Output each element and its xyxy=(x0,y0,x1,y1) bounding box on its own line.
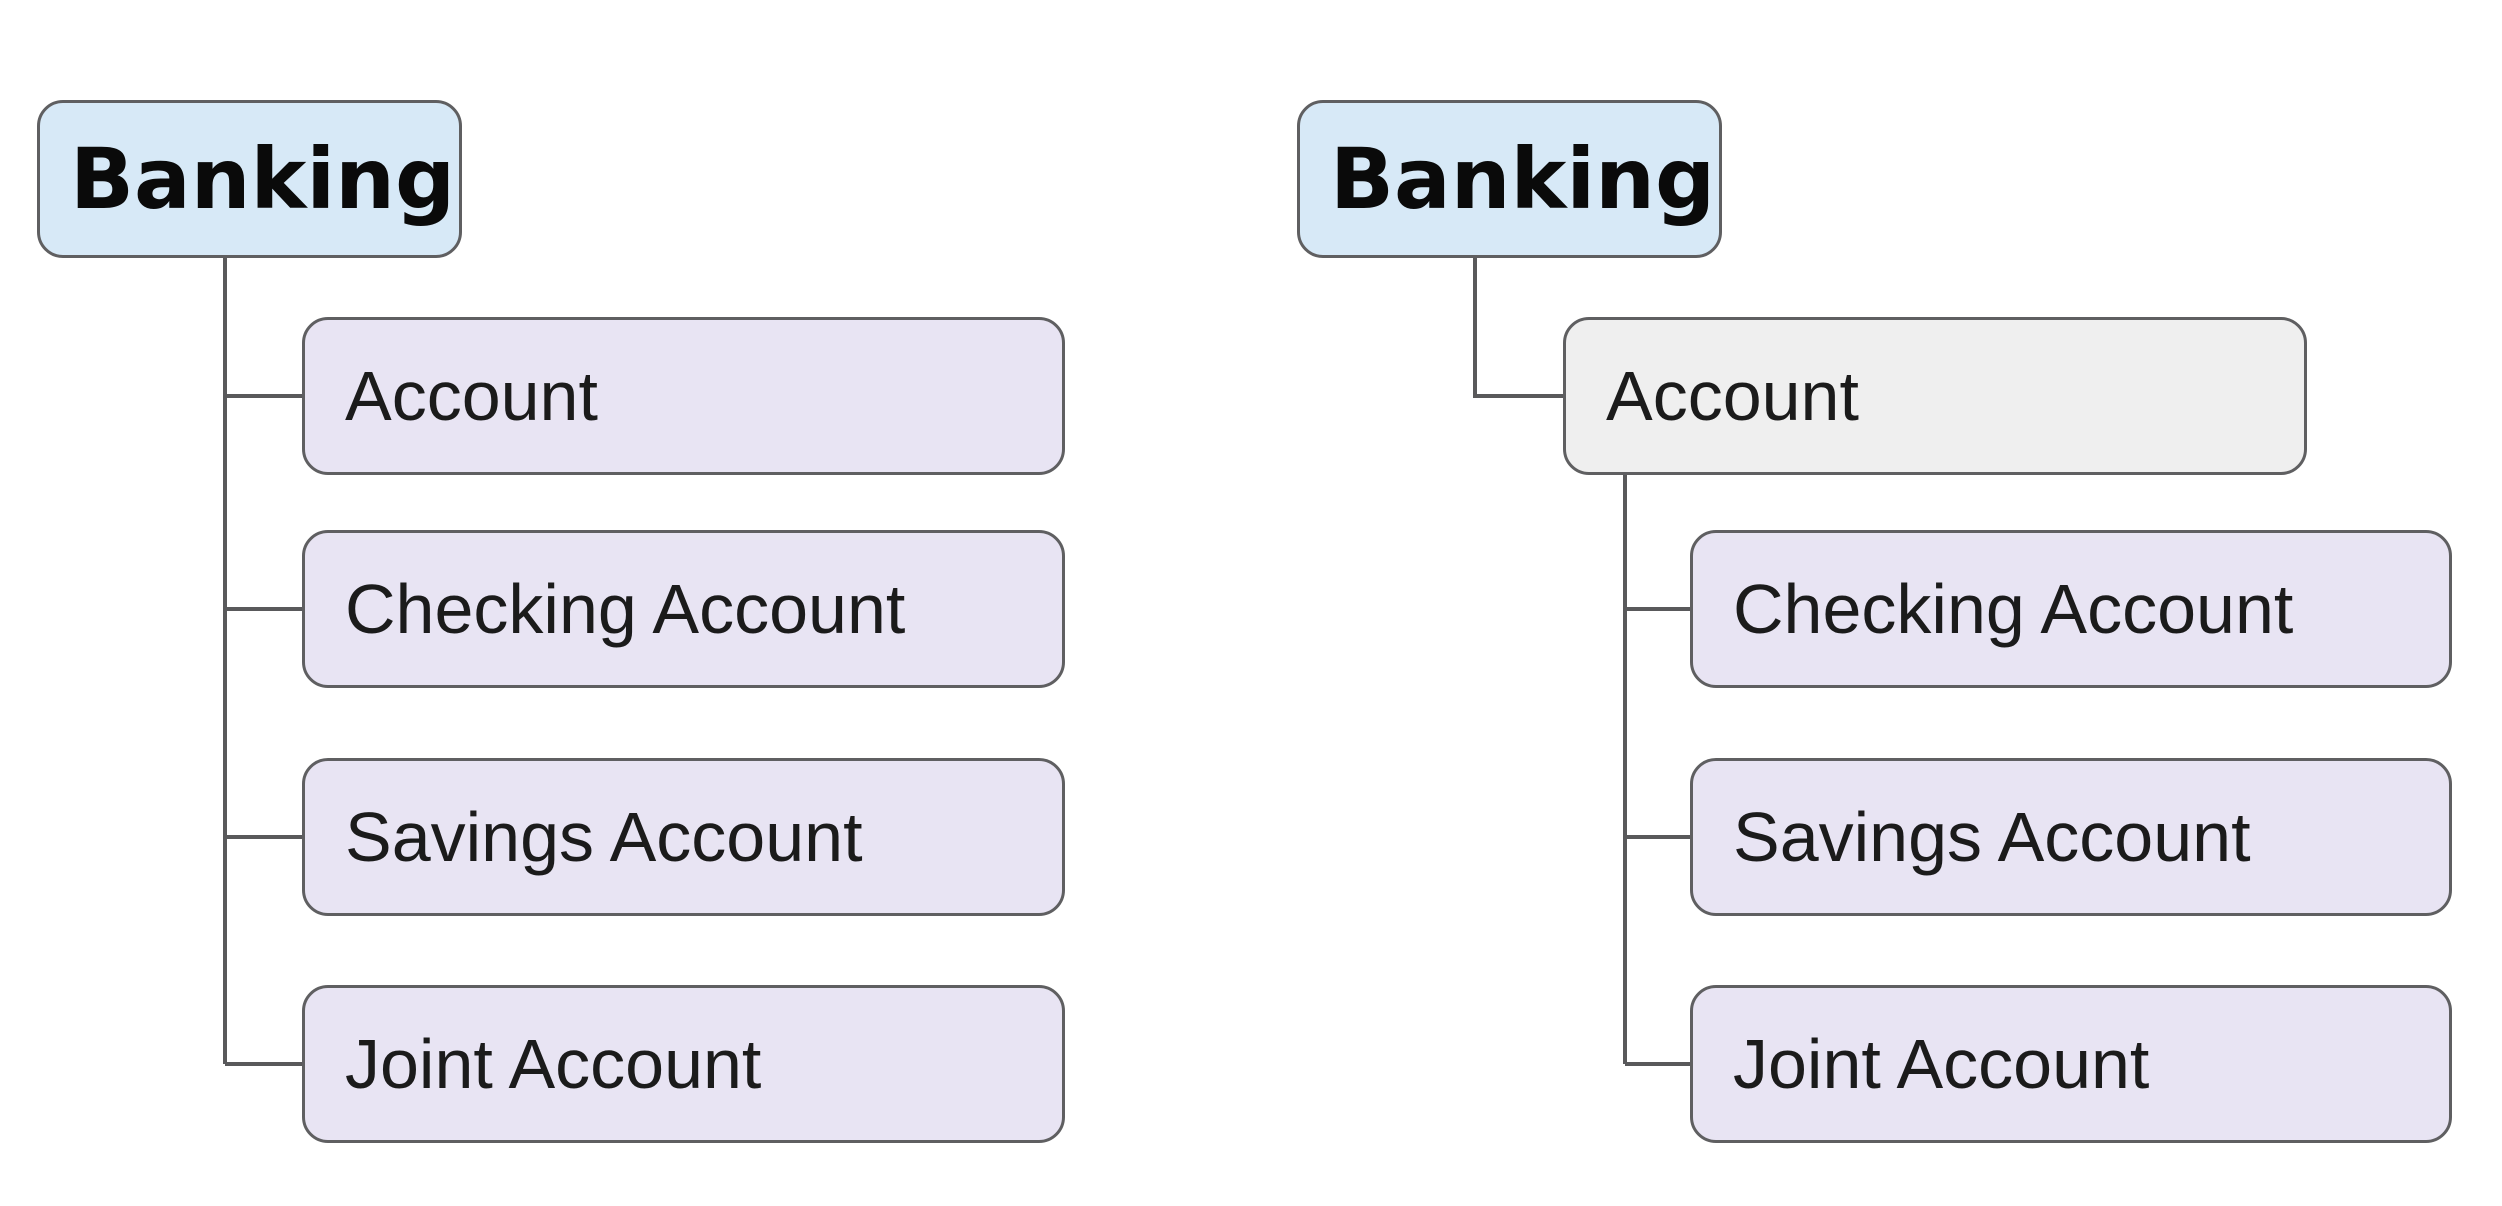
node-savings-account-nested: Savings Account xyxy=(1690,758,2452,916)
node-label: Account xyxy=(1606,357,1859,435)
node-label: Checking Account xyxy=(345,570,906,648)
node-label: Banking xyxy=(70,130,456,228)
right-root-to-account-line xyxy=(1473,258,1563,398)
node-banking-nested: Banking xyxy=(1297,100,1722,258)
node-label: Savings Account xyxy=(345,798,863,876)
node-label: Checking Account xyxy=(1733,570,2294,648)
node-account-flat: Account xyxy=(302,317,1065,475)
node-joint-account-flat: Joint Account xyxy=(302,985,1065,1143)
node-banking-flat: Banking xyxy=(37,100,462,258)
node-checking-account-nested: Checking Account xyxy=(1690,530,2452,688)
node-label: Account xyxy=(345,357,598,435)
node-account-nested: Account xyxy=(1563,317,2307,475)
node-savings-account-flat: Savings Account xyxy=(302,758,1065,916)
node-label: Joint Account xyxy=(1733,1025,2150,1103)
node-label: Banking xyxy=(1330,130,1716,228)
node-checking-account-flat: Checking Account xyxy=(302,530,1065,688)
node-label: Savings Account xyxy=(1733,798,2251,876)
node-joint-account-nested: Joint Account xyxy=(1690,985,2452,1143)
node-label: Joint Account xyxy=(345,1025,762,1103)
